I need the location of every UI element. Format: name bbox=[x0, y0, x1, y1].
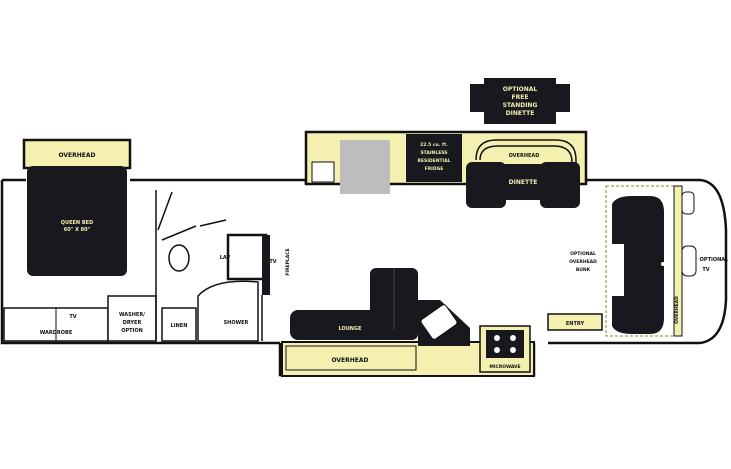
bedroom-overhead-label: OVERHEAD bbox=[58, 152, 95, 159]
passenger-seat bbox=[612, 196, 664, 244]
kitchen-slide: 22.5 cu. ft. STAINLESS RESIDENTIAL FRIDG… bbox=[304, 130, 588, 208]
bunk-label-2: OVERHEAD bbox=[569, 259, 597, 265]
queen-bed bbox=[27, 166, 127, 276]
washer-label-1: WASHER/ bbox=[119, 312, 145, 318]
entry-step[interactable] bbox=[547, 313, 603, 331]
kitchen-sink bbox=[340, 140, 390, 194]
fridge-label-3: RESIDENTIAL bbox=[417, 158, 450, 164]
bath: LINEN SHOWER LAV TV FIREPLACE bbox=[161, 219, 291, 342]
driver-seat bbox=[612, 296, 664, 334]
fridge-label-2: STAINLESS bbox=[420, 150, 447, 156]
bedroom: OVERHEAD QUEEN BED 60" X 80" TV WARDROBE… bbox=[3, 138, 173, 342]
cab-tv bbox=[681, 245, 697, 277]
optional-dinette-seat-right bbox=[552, 84, 570, 112]
bunk-label-3: BUNK bbox=[576, 267, 591, 273]
bath-tv-label: TV bbox=[269, 259, 276, 265]
cab-tv-label-2: TV bbox=[702, 267, 709, 273]
bedroom-tv-label: TV bbox=[69, 314, 76, 320]
fireplace-unit bbox=[262, 235, 270, 295]
optional-dinette-group: OPTIONAL FREE STANDING DINETTE bbox=[470, 78, 570, 124]
cab-overhead-label: OVERHEAD bbox=[674, 296, 680, 324]
living-slide: LOUNGE OVERHEAD MICROWAVE bbox=[281, 268, 535, 377]
lounge-overhead bbox=[285, 345, 417, 371]
dinette-table bbox=[500, 164, 546, 200]
cooktop bbox=[486, 330, 524, 358]
washer-label-3: OPTION bbox=[121, 328, 143, 334]
residential-fridge bbox=[406, 134, 462, 182]
dinette-bench-right bbox=[540, 162, 580, 208]
optional-dinette-label-3: STANDING bbox=[503, 102, 538, 109]
lounge-label: LOUNGE bbox=[338, 326, 362, 332]
washer-label-2: DRYER bbox=[123, 320, 142, 326]
queen-bed-label: QUEEN BED bbox=[61, 220, 93, 226]
optional-dinette-label-1: OPTIONAL bbox=[503, 86, 538, 93]
lounge-sofa bbox=[290, 310, 388, 340]
dash-console bbox=[624, 244, 664, 296]
shower-label: SHOWER bbox=[224, 320, 249, 326]
shower bbox=[197, 280, 259, 342]
lounge-overhead-label: OVERHEAD bbox=[331, 357, 368, 364]
linen-label: LINEN bbox=[171, 323, 188, 329]
fridge-label-1: 22.5 cu. ft. bbox=[420, 142, 448, 148]
optional-dinette-table bbox=[484, 78, 556, 124]
bunk-label-1: OPTIONAL bbox=[570, 251, 596, 257]
fireplace-label: FIREPLACE bbox=[285, 248, 291, 275]
optional-dinette-label-2: FREE bbox=[512, 94, 529, 101]
optional-dinette-label-4: DINETTE bbox=[506, 110, 535, 117]
cab-area: ENTRY OPTIONAL OVERHEAD BUNK OVERHEAD OP… bbox=[547, 185, 729, 337]
cab-tv-label-1: OPTIONAL bbox=[700, 257, 729, 263]
microwave-label: MICROWAVE bbox=[489, 364, 520, 370]
queen-bed-size: 60" X 80" bbox=[64, 227, 91, 233]
dinette-bench-left bbox=[466, 162, 506, 208]
wardrobe-label: WARDROBE bbox=[40, 330, 73, 336]
dinette-label: DINETTE bbox=[509, 179, 538, 186]
dinette-overhead-label: OVERHEAD bbox=[509, 153, 540, 159]
toilet bbox=[168, 244, 190, 272]
lav-vanity bbox=[226, 233, 268, 281]
entry-label: ENTRY bbox=[566, 321, 585, 327]
linen-closet bbox=[161, 307, 197, 342]
washer-dryer bbox=[107, 295, 157, 342]
fridge-label-4: FRIDGE bbox=[425, 166, 444, 172]
lav-label: LAV bbox=[220, 255, 231, 261]
optional-dinette-seat-left bbox=[470, 84, 488, 112]
